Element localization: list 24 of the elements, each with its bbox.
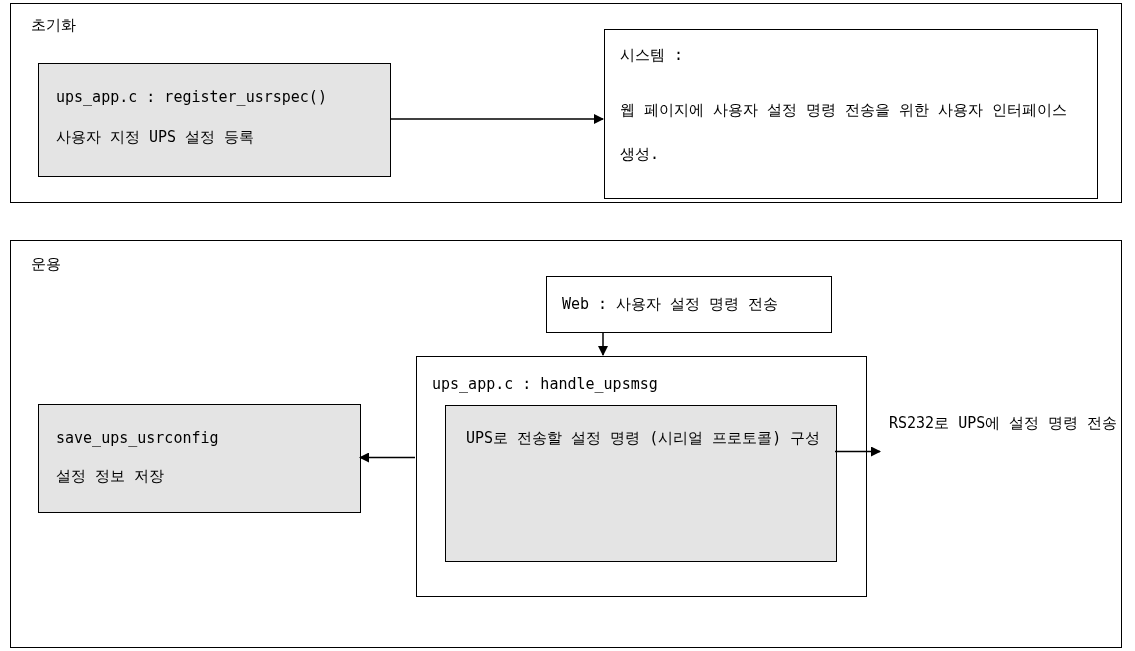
node-label: ups_app.c : register_usrspec(): [56, 87, 328, 108]
section-heading: 초기화: [31, 15, 77, 36]
process-box: [546, 276, 832, 333]
arrow: [389, 114, 604, 124]
arrow: [598, 331, 608, 356]
process-box: [604, 29, 1098, 199]
node-label: 웹 페이지에 사용자 설정 명령 전송을 위한 사용자 인터페이스 생성.: [620, 100, 1069, 165]
section-panel: [10, 240, 1122, 648]
section-heading: 운용: [31, 254, 62, 275]
node-label: 설정 정보 저장: [56, 466, 166, 487]
node-label: 시스템 :: [620, 45, 685, 66]
node-label: ups_app.c : handle_upsmsg: [432, 374, 659, 395]
process-box: [416, 356, 867, 597]
arrow: [834, 446, 881, 457]
node-label: save_ups_usrconfig: [56, 428, 220, 449]
arrow: [359, 452, 416, 463]
node-label: UPS로 전송할 설정 명령 (시리얼 프로토콜) 구성: [466, 428, 822, 449]
note-text: RS232로 UPS에 설정 명령 전송: [881, 401, 1121, 501]
process-box: [445, 405, 837, 562]
node-label: Web : 사용자 설정 명령 전송: [562, 294, 780, 315]
process-box: [38, 404, 361, 513]
section-panel: [10, 3, 1122, 203]
node-label: 사용자 지정 UPS 설정 등록: [56, 127, 256, 148]
process-box: [38, 63, 391, 177]
